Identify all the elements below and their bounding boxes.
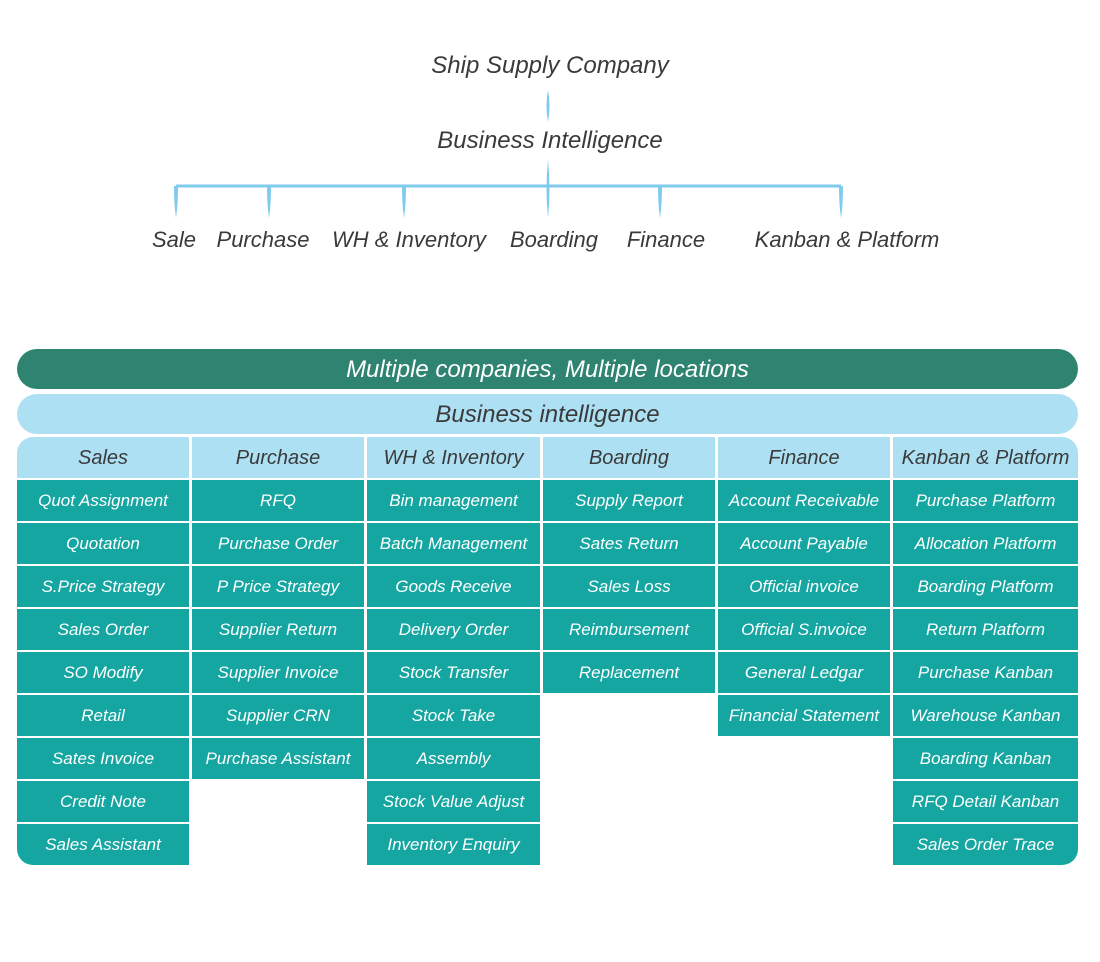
branch-finance [658, 186, 662, 218]
module-item-supplier-crn[interactable]: Supplier CRN [192, 695, 364, 736]
module-item-reimbursement[interactable]: Reimbursement [543, 609, 715, 650]
module-item-quotation[interactable]: Quotation [17, 523, 189, 564]
module-label-kanban-platform: Kanban & Platform [754, 227, 940, 252]
module-item-return-platform[interactable]: Return Platform [893, 609, 1078, 650]
module-item-sales-order-trace[interactable]: Sales Order Trace [893, 824, 1078, 865]
module-item-rfq-detail-kanban[interactable]: RFQ Detail Kanban [893, 781, 1078, 822]
branch-purchase [267, 186, 271, 218]
module-item-purchase-assistant[interactable]: Purchase Assistant [192, 738, 364, 779]
tree-connectors [174, 90, 843, 218]
multi-company-banner: Multiple companies, Multiple locations [17, 349, 1078, 389]
module-label-boarding: Boarding [509, 227, 599, 252]
module-item-credit-note[interactable]: Credit Note [17, 781, 189, 822]
column-header-kanban-platform: Kanban & Platform [893, 437, 1078, 478]
module-item-stock-transfer[interactable]: Stock Transfer [367, 652, 540, 693]
connector-company-bi [546, 90, 550, 122]
column-header-wh-inventory: WH & Inventory [367, 437, 540, 478]
module-item-so-modify[interactable]: SO Modify [17, 652, 189, 693]
module-item-p-price-strategy[interactable]: P Price Strategy [192, 566, 364, 607]
module-item-account-payable[interactable]: Account Payable [718, 523, 890, 564]
module-label-wh-inventory: WH & Inventory [331, 227, 487, 252]
module-item-rfq[interactable]: RFQ [192, 480, 364, 521]
module-item-inventory-enquiry[interactable]: Inventory Enquiry [367, 824, 540, 865]
module-item-sates-invoice[interactable]: Sates Invoice [17, 738, 189, 779]
module-item-boarding-kanban[interactable]: Boarding Kanban [893, 738, 1078, 779]
business-intelligence-title: Business Intelligence [437, 127, 663, 154]
module-item-sales-order[interactable]: Sales Order [17, 609, 189, 650]
module-item-stock-value-adjust[interactable]: Stock Value Adjust [367, 781, 540, 822]
column-finance: Finance Account Receivable Account Payab… [718, 437, 890, 736]
module-label-sale: Sale [151, 227, 197, 252]
branch-wh-inventory [402, 186, 406, 218]
module-item-replacement[interactable]: Replacement [543, 652, 715, 693]
module-item-supplier-invoice[interactable]: Supplier Invoice [192, 652, 364, 693]
module-item-account-receivable[interactable]: Account Receivable [718, 480, 890, 521]
module-item-boarding-platform[interactable]: Boarding Platform [893, 566, 1078, 607]
module-item-stock-take[interactable]: Stock Take [367, 695, 540, 736]
module-item-batch-management[interactable]: Batch Management [367, 523, 540, 564]
module-item-quot-assignment[interactable]: Quot Assignment [17, 480, 189, 521]
module-label-purchase: Purchase [216, 227, 310, 252]
branch-sale [174, 186, 178, 218]
module-item-general-ledgar[interactable]: General Ledgar [718, 652, 890, 693]
column-header-purchase: Purchase [192, 437, 364, 478]
column-purchase: Purchase RFQ Purchase Order P Price Stra… [192, 437, 364, 779]
column-header-finance: Finance [718, 437, 890, 478]
module-item-goods-receive[interactable]: Goods Receive [367, 566, 540, 607]
module-item-sales-assistant[interactable]: Sales Assistant [17, 824, 189, 865]
column-sales: Sales Quot Assignment Quotation S.Price … [17, 437, 189, 865]
module-item-bin-management[interactable]: Bin management [367, 480, 540, 521]
module-item-sates-return[interactable]: Sates Return [543, 523, 715, 564]
module-item-supply-report[interactable]: Supply Report [543, 480, 715, 521]
company-title: Ship Supply Company [431, 52, 669, 79]
column-wh-inventory: WH & Inventory Bin management Batch Mana… [367, 437, 540, 865]
column-header-boarding: Boarding [543, 437, 715, 478]
module-item-supplier-return[interactable]: Supplier Return [192, 609, 364, 650]
module-item-warehouse-kanban[interactable]: Warehouse Kanban [893, 695, 1078, 736]
module-item-allocation-platform[interactable]: Allocation Platform [893, 523, 1078, 564]
connector-bi-down [546, 160, 550, 218]
module-item-retail[interactable]: Retail [17, 695, 189, 736]
module-label-finance: Finance [626, 227, 706, 252]
module-item-s-price-strategy[interactable]: S.Price Strategy [17, 566, 189, 607]
module-item-official-invoice[interactable]: Official invoice [718, 566, 890, 607]
module-item-purchase-platform[interactable]: Purchase Platform [893, 480, 1078, 521]
module-item-sales-loss[interactable]: Sales Loss [543, 566, 715, 607]
module-item-assembly[interactable]: Assembly [367, 738, 540, 779]
module-item-financial-statement[interactable]: Financial Statement [718, 695, 890, 736]
branch-kanban-platform [839, 186, 843, 218]
business-intelligence-banner: Business intelligence [17, 394, 1078, 434]
module-item-official-s-invoice[interactable]: Official S.invoice [718, 609, 890, 650]
module-item-purchase-order[interactable]: Purchase Order [192, 523, 364, 564]
column-header-sales: Sales [17, 437, 189, 478]
module-item-delivery-order[interactable]: Delivery Order [367, 609, 540, 650]
column-kanban-platform: Kanban & Platform Purchase Platform Allo… [893, 437, 1078, 865]
module-item-purchase-kanban[interactable]: Purchase Kanban [893, 652, 1078, 693]
column-boarding: Boarding Supply Report Sates Return Sale… [543, 437, 715, 693]
